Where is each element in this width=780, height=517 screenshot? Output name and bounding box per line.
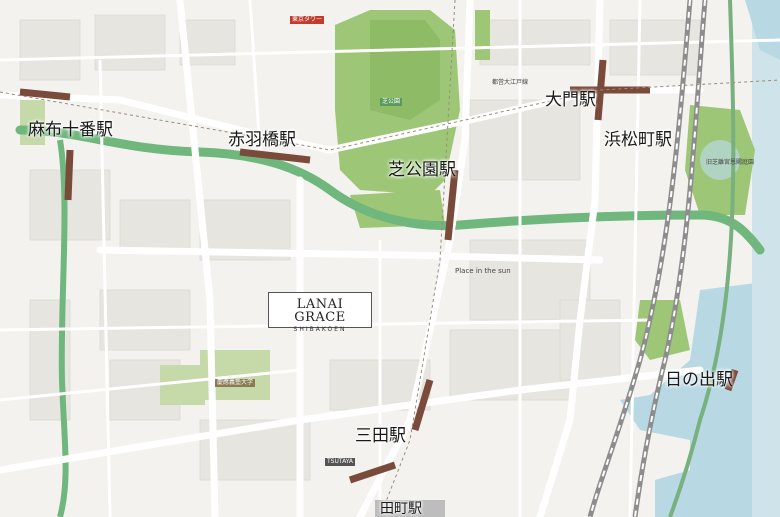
station-azabu-juban: 麻布十番駅 — [28, 120, 113, 140]
station-akabanebashi: 赤羽橋駅 — [228, 130, 296, 150]
station-shibakoen: 芝公園駅 — [388, 160, 456, 180]
station-tamachi: 田町駅 — [380, 501, 422, 517]
tsutaya-label: TSUTAYA — [325, 458, 356, 466]
station-mita: 三田駅 — [355, 426, 406, 446]
station-hinode: 日の出駅 — [665, 370, 733, 390]
tokyo-tower-label: 東京タワー — [290, 16, 325, 24]
station-daimon: 大門駅 — [545, 90, 596, 110]
kyu-shiba-rikyu-label: 旧芝離宮恩賜庭園 — [706, 159, 755, 166]
place-in-the-sun-label: Place in the sun — [455, 267, 511, 275]
station-hamamatsucho: 浜松町駅 — [604, 130, 672, 150]
property-subtitle: SHIBAKOEN — [293, 326, 347, 333]
oedo-line-label: 都営大江戸線 — [492, 79, 529, 86]
property-title: LANAI GRACE — [294, 297, 346, 325]
keio-university-label: 慶應義塾大学 — [215, 379, 256, 387]
park-badge: 芝公園 — [380, 98, 403, 106]
property-marker: LANAI GRACE SHIBAKOEN — [268, 292, 372, 333]
